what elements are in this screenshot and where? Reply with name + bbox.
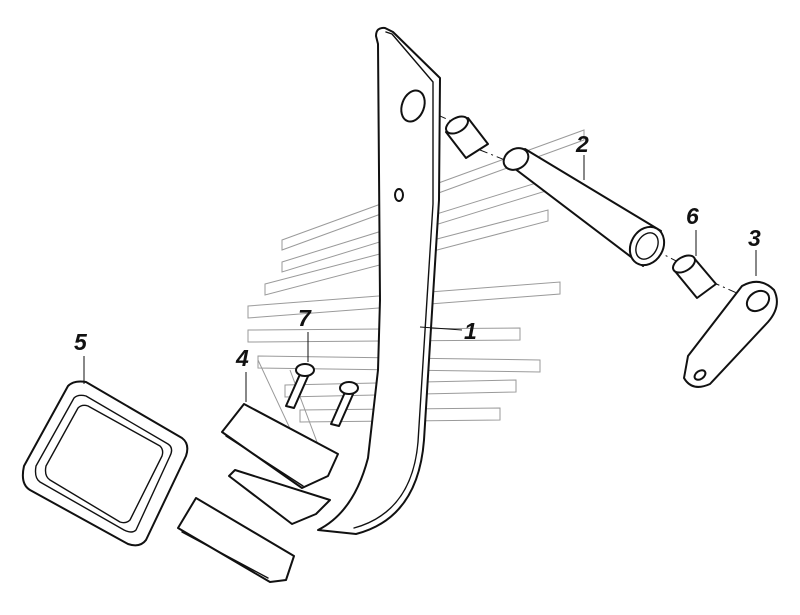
callout-1: 1 xyxy=(464,318,477,344)
lower-bushing xyxy=(672,254,717,299)
pedal-plates xyxy=(177,403,339,583)
callout-2: 2 xyxy=(575,131,589,157)
callout-6: 6 xyxy=(686,203,699,229)
pedal-lever xyxy=(317,26,441,535)
rubber-pad xyxy=(21,380,189,547)
leader-lines xyxy=(83,155,757,402)
callout-3: 3 xyxy=(748,225,761,251)
callout-5: 5 xyxy=(74,329,88,355)
callout-labels: 1 2 3 4 5 6 7 xyxy=(74,131,761,371)
linkage-plate xyxy=(683,280,778,388)
callout-7: 7 xyxy=(298,305,312,331)
watermark-logo xyxy=(247,129,585,451)
upper-bushing xyxy=(445,115,489,159)
rivets xyxy=(285,363,359,427)
callout-4: 4 xyxy=(235,345,249,371)
pivot-tube xyxy=(502,147,666,267)
